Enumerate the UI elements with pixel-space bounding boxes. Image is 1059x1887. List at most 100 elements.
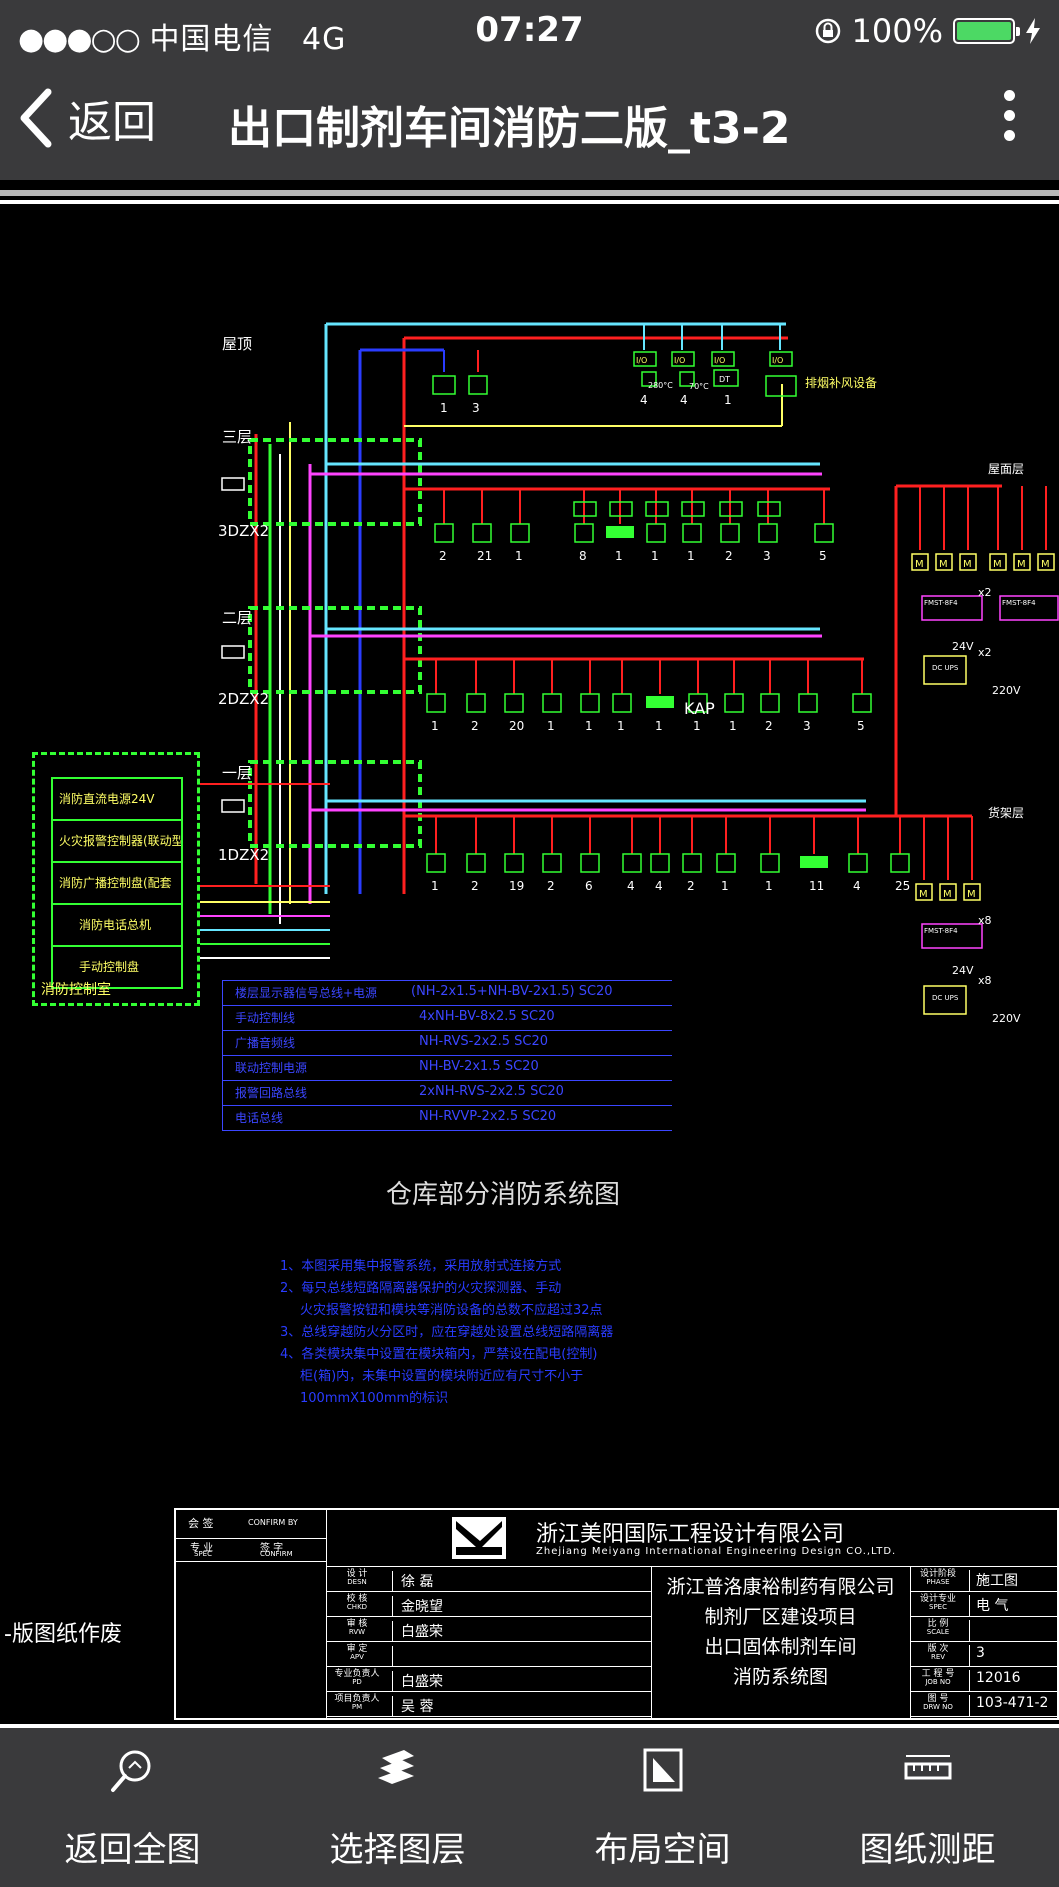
- device-count: 1: [655, 719, 663, 733]
- fmst-label: FMST-8F4: [924, 927, 958, 935]
- detector-icon: [688, 693, 708, 713]
- rotation-lock-icon: [815, 18, 840, 44]
- detector-icon: [612, 693, 632, 713]
- network-type: 4G: [301, 22, 347, 57]
- cable-row: 电话总线 NH-RVVP-2x2.5 SC20: [222, 1106, 672, 1131]
- floor-display-icon: [221, 645, 245, 659]
- back-button[interactable]: 返回: [18, 86, 156, 150]
- module-m-icon: [939, 883, 957, 901]
- tab-zoom-all[interactable]: 返回全图: [0, 1750, 265, 1887]
- alarm-bell-icon: [800, 856, 828, 868]
- status-bar: ●●●○○ 中国电信 4G 07:27 100%: [0, 0, 1059, 57]
- io-module-icon: [633, 351, 657, 367]
- company-logo: [452, 1517, 506, 1559]
- temp-label-280: 280°C: [648, 381, 673, 390]
- detector-icon: [542, 853, 562, 873]
- role-person: 白盛荣: [392, 1671, 443, 1691]
- role-person: 吴 蓉: [392, 1696, 433, 1716]
- charging-icon: [1026, 18, 1040, 44]
- device-count: 25: [895, 879, 910, 893]
- alarm-bell-icon: [606, 526, 634, 538]
- floor-junction-box: [248, 438, 422, 526]
- control-room-item: 火灾报警控制器(联动型): [51, 821, 183, 863]
- status-time: 07:27: [475, 10, 584, 50]
- detector-icon: [760, 853, 780, 873]
- company-name-en: Zhejiang Meiyang International Engineeri…: [536, 1546, 897, 1557]
- detector-icon: [466, 853, 486, 873]
- device-count: 1: [547, 719, 555, 733]
- project-line: 制剂厂区建设项目: [704, 1606, 857, 1628]
- io-module-icon: [769, 351, 793, 367]
- door-terminal-icon: [713, 369, 739, 387]
- module-m-icon: [959, 553, 977, 571]
- role-en: CHKD: [346, 1603, 368, 1611]
- note-line: 4、各类模块集中设置在模块箱内，严禁设在配电(控制): [280, 1347, 598, 1362]
- role-cn: 审 定: [346, 1644, 368, 1654]
- role-en: PD: [352, 1678, 362, 1686]
- device-count: 1: [651, 549, 659, 563]
- info-cn: 比 例: [927, 1619, 949, 1629]
- shelf-layer-label: 货架层: [988, 806, 1025, 820]
- more-options-icon[interactable]: [999, 90, 1019, 150]
- cable-spec: 4xNH-BV-8x2.5 SC20: [419, 1009, 555, 1024]
- device-count: 1: [515, 549, 523, 563]
- tab-label: 图纸测距: [859, 1830, 996, 1870]
- device-count: 2: [439, 549, 447, 563]
- tab-select-layer[interactable]: 选择图层: [265, 1750, 530, 1887]
- info-en: DRW NO: [923, 1703, 953, 1711]
- floor-box-1f: 1DZX2: [218, 846, 270, 864]
- detector-icon: [890, 853, 910, 873]
- note-line: 100mmX100mm的标识: [300, 1391, 449, 1406]
- detector-icon: [426, 693, 446, 713]
- io-label: I/O: [674, 356, 685, 365]
- floor-label-roof: 屋顶: [222, 335, 253, 353]
- note-line: 柜(箱)内，未集中设置的模块附近应有尺寸不小于: [300, 1369, 584, 1384]
- tab-measure[interactable]: 图纸测距: [795, 1755, 1059, 1887]
- detector-icon: [504, 693, 524, 713]
- role-cn: 校 核: [346, 1594, 368, 1604]
- module-m-icon: [935, 553, 953, 571]
- v24-label: 24V: [952, 640, 974, 653]
- signal-strength-icon: ●●●○○: [18, 22, 141, 57]
- x8-label: x8: [978, 914, 992, 927]
- cable-row: 楼层显示器信号总线+电源 (NH-2x1.5+NH-BV-2x1.5) SC20: [222, 981, 672, 1006]
- company-name-cn: 浙江美阳国际工程设计有限公司: [536, 1522, 845, 1547]
- device-count: 1: [693, 719, 701, 733]
- page-title: 出口制剂车间消防二版_t3-2: [228, 103, 791, 154]
- detector-icon: [724, 693, 744, 713]
- sign-header-cn: 会 签: [188, 1517, 214, 1530]
- fmst-label: FMST-8F4: [924, 599, 958, 607]
- detector-icon: [622, 853, 642, 873]
- fire-damper-icon: [679, 371, 695, 387]
- detector-icon: [650, 853, 670, 873]
- module-m-icon: [1013, 553, 1031, 571]
- divider: [0, 1724, 1059, 1728]
- info-cn: 版 次: [927, 1644, 949, 1654]
- detector-icon: [758, 523, 778, 543]
- cable-row: 广播音频线 NH-RVS-2x2.5 SC20: [222, 1031, 672, 1056]
- info-en: PHASE: [926, 1578, 950, 1586]
- dc-ups-label: DC UPS: [932, 994, 959, 1002]
- detector-icon: [760, 693, 780, 713]
- io-module-icon: [711, 351, 735, 367]
- tab-label: 布局空间: [594, 1830, 731, 1870]
- device-count: 2: [687, 879, 695, 893]
- zoom-out-icon: [110, 1750, 150, 1792]
- tab-layout-space[interactable]: 布局空间: [530, 1748, 795, 1887]
- device-count: 6: [585, 879, 593, 893]
- io-module-icon: [671, 351, 695, 367]
- device-count: 1: [585, 719, 593, 733]
- io-module-icon: [757, 501, 781, 517]
- cable-row: 报警回路总线 2xNH-RVS-2x2.5 SC20: [222, 1081, 672, 1106]
- info-en: SPEC: [929, 1603, 947, 1611]
- device-count: 4: [627, 879, 635, 893]
- info-value: 12016: [969, 1670, 1021, 1691]
